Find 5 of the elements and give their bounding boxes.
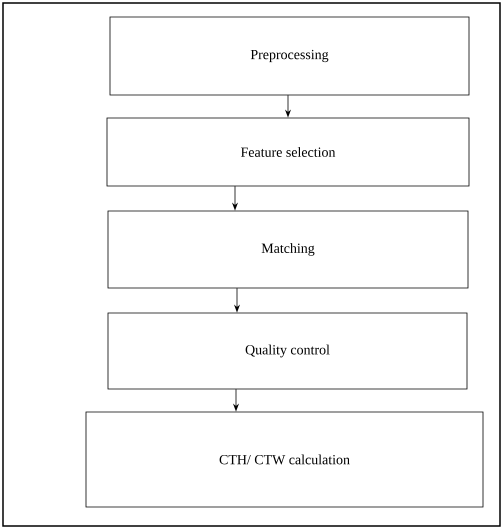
process-box: Preprocessing <box>110 16 470 96</box>
process-box: CTH/ CTW calculation <box>86 412 484 508</box>
process-box: Quality control <box>108 312 468 390</box>
process-box: Matching <box>108 210 468 288</box>
process-box: Feature selection <box>106 118 470 186</box>
